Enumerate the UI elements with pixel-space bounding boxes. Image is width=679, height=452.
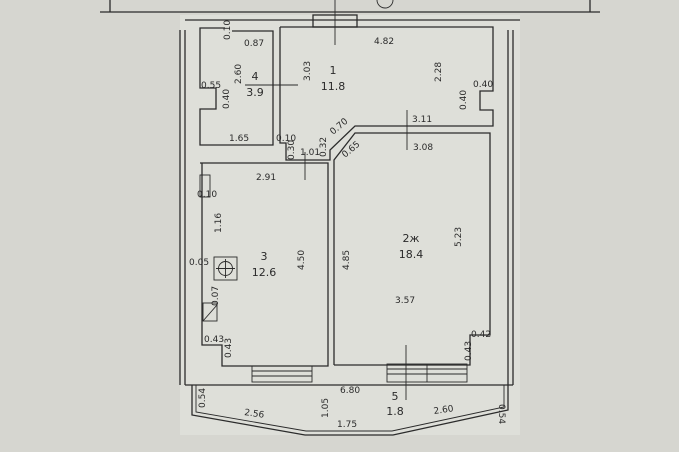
dimension: 0.05 — [189, 258, 209, 268]
dimension: 3.03 — [303, 61, 313, 81]
dimension: 0.10 — [223, 20, 233, 40]
room-2-area: 18.4 — [399, 248, 424, 261]
dimension: 0.40 — [222, 89, 232, 109]
dimension: 3.57 — [395, 296, 415, 306]
dimension: 0.43 — [224, 338, 234, 358]
dimension: 2.91 — [256, 173, 276, 183]
dimension: 1.65 — [229, 134, 249, 144]
dimension: 4.82 — [374, 37, 394, 47]
dimension: 5.23 — [454, 227, 464, 247]
room-4-area: 3.9 — [246, 86, 264, 99]
apartment-fill — [180, 15, 520, 435]
dimension: 0.55 — [201, 81, 221, 91]
dimension: 2.60 — [433, 404, 455, 417]
room-5-area: 1.8 — [386, 405, 404, 418]
dimension-labels: 0.10 0.87 2.60 0.55 0.40 1.65 4.82 3.03 … — [189, 20, 506, 430]
walls — [100, 0, 600, 436]
room-5-number: 5 — [392, 390, 399, 403]
dimension: 2.60 — [234, 64, 244, 84]
dimension: 3.11 — [412, 115, 432, 125]
dimension: 0.43 — [464, 341, 474, 361]
dimension: 1.01 — [300, 148, 320, 158]
dimension: 6.80 — [340, 386, 360, 396]
room-1-number: 1 — [330, 64, 337, 77]
room-2-number: 2ж — [403, 232, 420, 245]
dimension: 0.32 — [319, 137, 329, 157]
dimension: 0.07 — [211, 286, 221, 306]
dimension: 2.28 — [434, 62, 444, 82]
dimension: 1.05 — [321, 398, 331, 418]
dimension: 1.75 — [337, 420, 357, 430]
room-4-number: 4 — [252, 70, 259, 83]
dimension: 0.87 — [244, 39, 264, 49]
dimension: 3.08 — [413, 143, 433, 153]
room-1-area: 11.8 — [321, 80, 346, 93]
dimension: 0.40 — [459, 90, 469, 110]
dimension: 0.43 — [204, 335, 224, 345]
dimension: 0.40 — [473, 80, 493, 90]
dimension: 0.54 — [496, 404, 506, 424]
dimension: 0.10 — [276, 134, 296, 144]
room-3-number: 3 — [261, 250, 268, 263]
dimension: 2.56 — [244, 408, 266, 421]
dimension: 0.30 — [287, 140, 297, 160]
dimension: 0.42 — [471, 330, 491, 340]
dimension: 0.54 — [198, 388, 208, 408]
dimension: 0.10 — [197, 190, 217, 200]
dimension: 4.50 — [297, 250, 307, 270]
dimension: 4.85 — [342, 250, 352, 270]
room-labels: 1 11.8 2ж 18.4 3 12.6 4 3.9 5 1.8 — [246, 64, 423, 418]
dimension: 1.16 — [214, 213, 224, 233]
room-3-area: 12.6 — [252, 266, 277, 279]
